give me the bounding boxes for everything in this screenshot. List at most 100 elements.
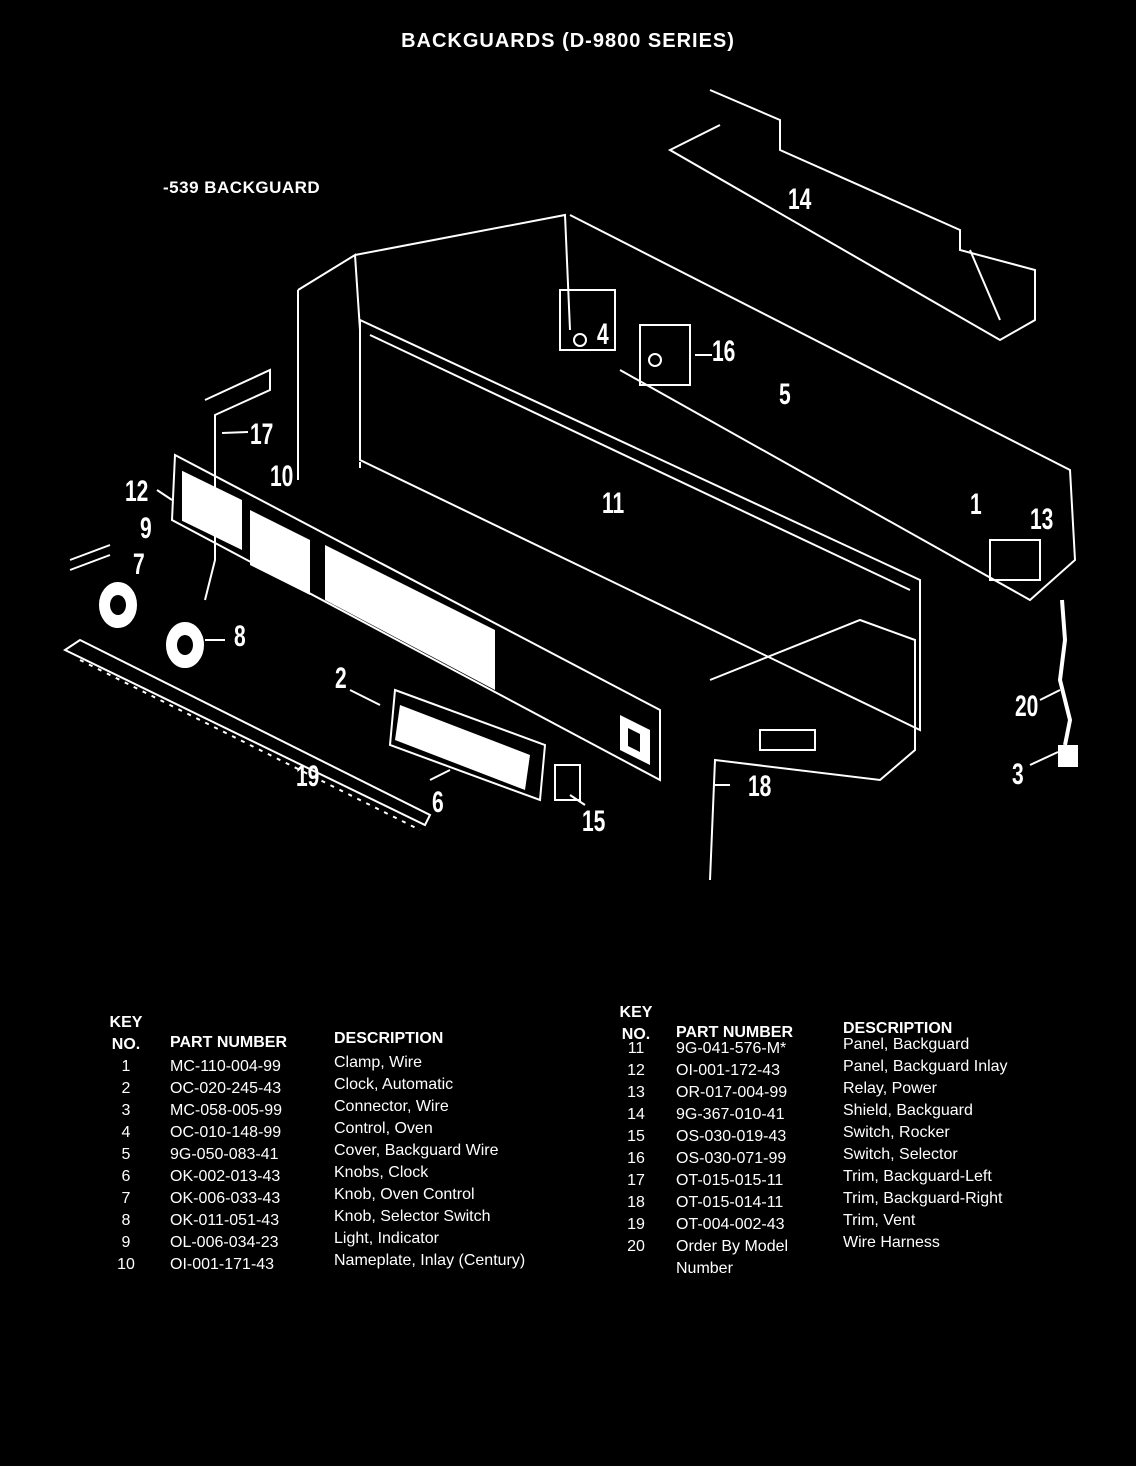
part-description: Control, Oven [334, 1120, 433, 1137]
key-number: 8 [121, 1212, 131, 1229]
key-number: 2 [121, 1080, 131, 1097]
key-number: 20 [627, 1238, 645, 1255]
inlay-panel-outline [170, 453, 661, 782]
key-number: 3 [121, 1102, 131, 1119]
part-description: Cover, Backguard Wire [334, 1142, 499, 1159]
part-description: Wire Harness [843, 1234, 940, 1251]
part-number: OC-010-148-99 [170, 1124, 282, 1141]
part-description: Light, Indicator [334, 1230, 439, 1247]
part-description: Connector, Wire [334, 1098, 449, 1115]
part-number: 9G-050-083-41 [170, 1146, 279, 1163]
part-number: OK-011-051-43 [170, 1212, 280, 1229]
key-number: 6 [121, 1168, 131, 1185]
callout-2: 2 [335, 662, 347, 695]
part-description: Switch, Rocker [843, 1124, 950, 1141]
key-number: 19 [627, 1216, 645, 1233]
part-number: MC-110-004-99 [170, 1058, 281, 1075]
key-number: 7 [121, 1190, 131, 1207]
callout-5: 5 [779, 378, 791, 411]
key-header-line1: KEY [619, 1004, 653, 1021]
callout-4: 4 [597, 318, 609, 351]
part-number: OT-004-002-43 [676, 1216, 785, 1233]
callout-14: 14 [788, 183, 812, 216]
shield-outline [667, 89, 1036, 342]
key-header-line2: NO. [111, 1036, 141, 1053]
part-number: 9G-041-576-M* [676, 1040, 787, 1057]
backguard-panel-outline [569, 214, 1077, 602]
callout-6: 6 [432, 786, 444, 819]
part-number: Order By Model [676, 1238, 789, 1255]
part-number: 9G-367-010-41 [676, 1106, 785, 1123]
part-description: Clock, Automatic [334, 1076, 454, 1093]
part-description: Knob, Selector Switch [334, 1208, 491, 1225]
part-description: Shield, Backguard [843, 1102, 973, 1119]
callout-15: 15 [582, 805, 606, 838]
key-number: 13 [627, 1084, 645, 1101]
part-number: OR-017-004-99 [676, 1084, 788, 1101]
callout-1: 1 [970, 488, 982, 521]
parts-table-right: KEY NO. PART NUMBER DESCRIPTION 11 9G-041… [610, 1002, 1080, 1292]
part-number-header: PART NUMBER [676, 1024, 794, 1041]
key-number: 14 [627, 1106, 645, 1123]
clock-outline [388, 688, 547, 802]
part-number: OS-030-019-43 [676, 1128, 787, 1145]
part-number: OS-030-071-99 [676, 1150, 787, 1167]
key-number: 10 [117, 1256, 135, 1273]
callout-10: 10 [270, 460, 294, 493]
key-number: 5 [121, 1146, 131, 1163]
description-header: DESCRIPTION [843, 1020, 953, 1037]
key-number: 4 [121, 1124, 131, 1141]
callout-7: 7 [133, 548, 145, 581]
description-header: DESCRIPTION [334, 1030, 444, 1047]
key-number: 17 [627, 1172, 645, 1189]
part-number: MC-058-005-99 [170, 1102, 283, 1119]
part-number: OT-015-015-11 [676, 1172, 784, 1189]
key-number: 15 [627, 1128, 645, 1145]
part-description: Trim, Vent [843, 1212, 916, 1229]
key-number: 1 [121, 1058, 131, 1075]
callout-20: 20 [1015, 690, 1039, 723]
callout-19: 19 [296, 760, 320, 793]
vent-trim-outline [62, 638, 432, 827]
key-number: 9 [121, 1234, 131, 1251]
key-number: 16 [627, 1150, 645, 1167]
right-trim-outline [709, 618, 916, 881]
part-description: Relay, Power [843, 1080, 937, 1097]
part-number: OK-006-033-43 [170, 1190, 281, 1207]
part-number: OI-001-171-43 [170, 1256, 275, 1273]
part-description: Clamp, Wire [334, 1054, 423, 1071]
callout-18: 18 [748, 770, 772, 803]
callout-8: 8 [234, 620, 246, 653]
part-number: OT-015-014-11 [676, 1194, 784, 1211]
callout-16: 16 [712, 335, 736, 368]
part-description: Knob, Oven Control [334, 1186, 475, 1203]
part-description: Trim, Backguard-Left [843, 1168, 992, 1185]
part-description: Knobs, Clock [334, 1164, 429, 1181]
key-header-line1: KEY [109, 1014, 143, 1031]
exploded-view-drawing [62, 89, 1078, 881]
diagram-title: BACKGUARDS (D-9800 SERIES) [401, 30, 735, 52]
part-description: Trim, Backguard-Right [843, 1190, 1003, 1207]
callout-13: 13 [1030, 503, 1054, 536]
left-trim-outline [204, 368, 271, 601]
wire-harness-shape [1057, 599, 1073, 746]
part-description: Switch, Selector [843, 1146, 958, 1163]
part-description: Panel, Backguard Inlay [843, 1058, 1008, 1075]
key-number: 11 [627, 1040, 645, 1057]
part-number: OC-020-245-43 [170, 1080, 282, 1097]
callout-11: 11 [602, 487, 625, 520]
key-number: 12 [627, 1062, 645, 1079]
diagram-subtitle: -539 BACKGUARD [163, 178, 321, 197]
callout-17: 17 [250, 418, 274, 451]
callout-12: 12 [125, 475, 149, 508]
key-header-line2: NO. [621, 1026, 651, 1043]
callout-9: 9 [140, 512, 152, 545]
callout-3: 3 [1012, 758, 1024, 791]
part-description: Panel, Backguard [843, 1036, 970, 1053]
part-number-continued: Number [676, 1259, 733, 1277]
part-description: Nameplate, Inlay (Century) [334, 1252, 526, 1269]
part-number: OI-001-172-43 [676, 1062, 781, 1079]
part-number: OK-002-013-43 [170, 1168, 281, 1185]
key-number: 18 [627, 1194, 645, 1211]
